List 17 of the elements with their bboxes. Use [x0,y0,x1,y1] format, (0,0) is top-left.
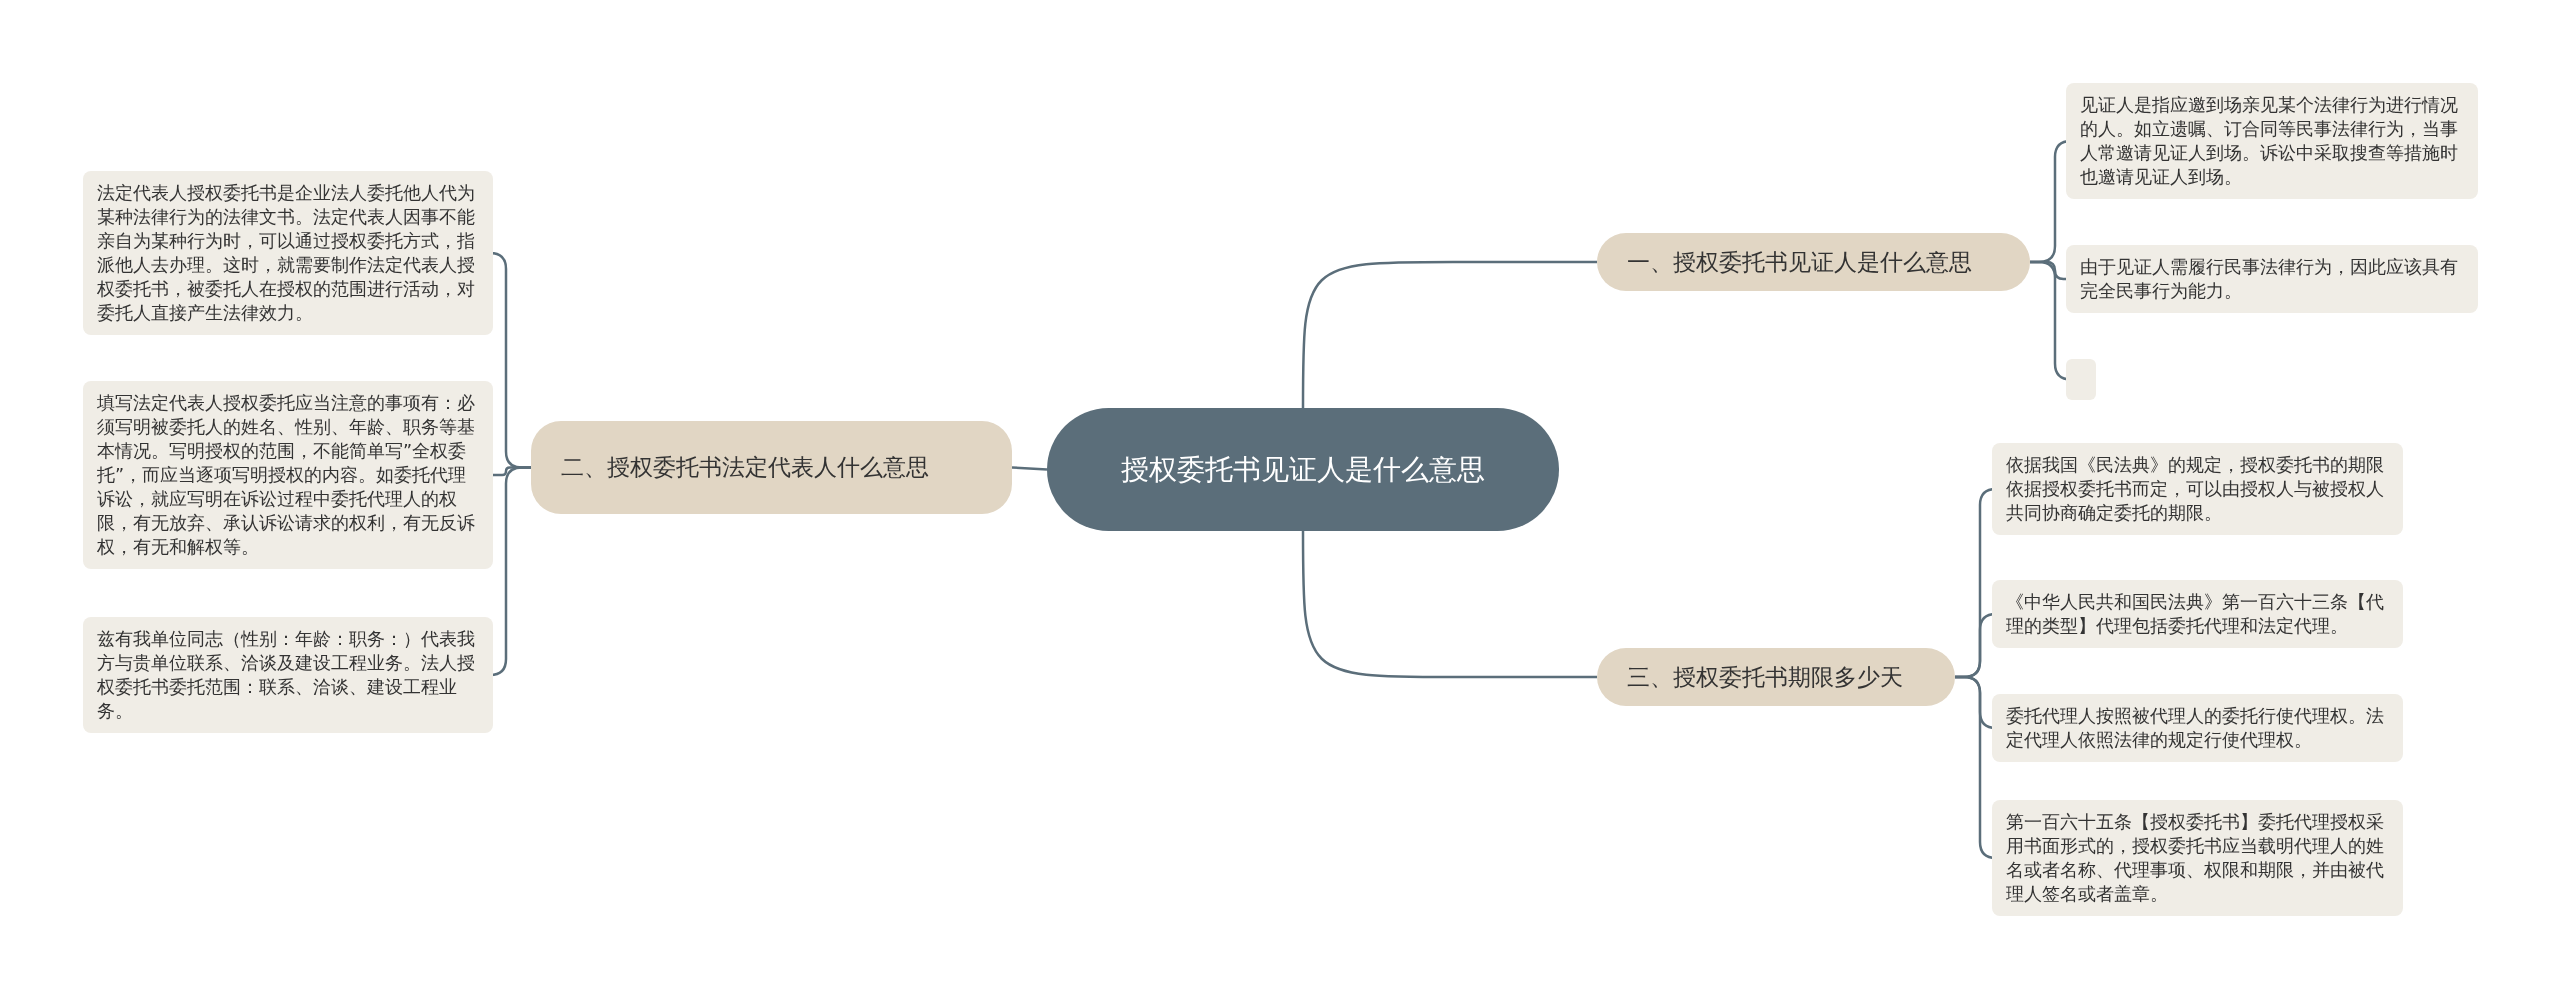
note-card: 兹有我单位同志（性别：年龄：职务：）代表我方与贵单位联系、洽谈及建设工程业务。法人授权委托书委托范围：联系、洽谈、建设工程业务。 [83,617,493,733]
note-card: 《中华人民共和国民法典》第一百六十三条【代理的类型】代理包括委托代理和法定代理。 [1992,580,2403,648]
branch-topic: 三、授权委托书期限多少天 [1597,648,1955,706]
connector-line [1301,531,1597,679]
note-card: 填写法定代表人授权委托应当注意的事项有：必须写明被委托人的姓名、性别、年龄、职务等基本情况。写明授权的范围，不能简单写”全权委托”，而应当逐项写明授权的内容。如委托代理诉讼，就应写明在诉讼过程中委托代理人的权限，有无放弃、承认诉讼请求的权利，有无反诉权，有无和解权等。 [83,381,493,569]
note-card: 见证人是指应邀到场亲见某个法律行为进行情况的人。如立遗嘱、订合同等民事法律行为，当事人常邀请见证人到场。诉讼中采取搜查等措施时也邀请见证人到场。 [2066,83,2478,199]
connector-line [1011,466,1048,471]
note-card: 依据我国《民法典》的规定，授权委托书的期限依据授权委托书而定，可以由授权人与被授权人共同协商确定委托的期限。 [1992,443,2403,535]
note-card [2066,359,2096,400]
branch-topic: 二、授权委托书法定代表人什么意思 [531,421,1012,514]
connector-line [1301,260,1597,408]
note-card: 法定代表人授权委托书是企业法人委托他人代为某种法律行为的法律文书。法定代表人因事不能亲自为某种行为时，可以通过授权委托方式，指派他人去办理。这时，就需要制作法定代表人授权委托书，被委托人在授权的范围进行活动，对委托人直接产生法律效力。 [83,171,493,335]
note-card: 第一百六十五条【授权委托书】委托代理授权采用书面形式的，授权委托书应当载明代理人的姓名或者名称、代理事项、权限和期限，并由被代理人签名或者盖章。 [1992,800,2403,916]
note-card: 委托代理人按照被代理人的委托行使代理权。法定代理人依照法律的规定行使代理权。 [1992,694,2403,762]
root-topic: 授权委托书见证人是什么意思 [1047,408,1559,531]
note-card: 由于见证人需履行民事法律行为，因此应该具有完全民事行为能力。 [2066,245,2478,313]
branch-topic: 一、授权委托书见证人是什么意思 [1597,233,2030,291]
